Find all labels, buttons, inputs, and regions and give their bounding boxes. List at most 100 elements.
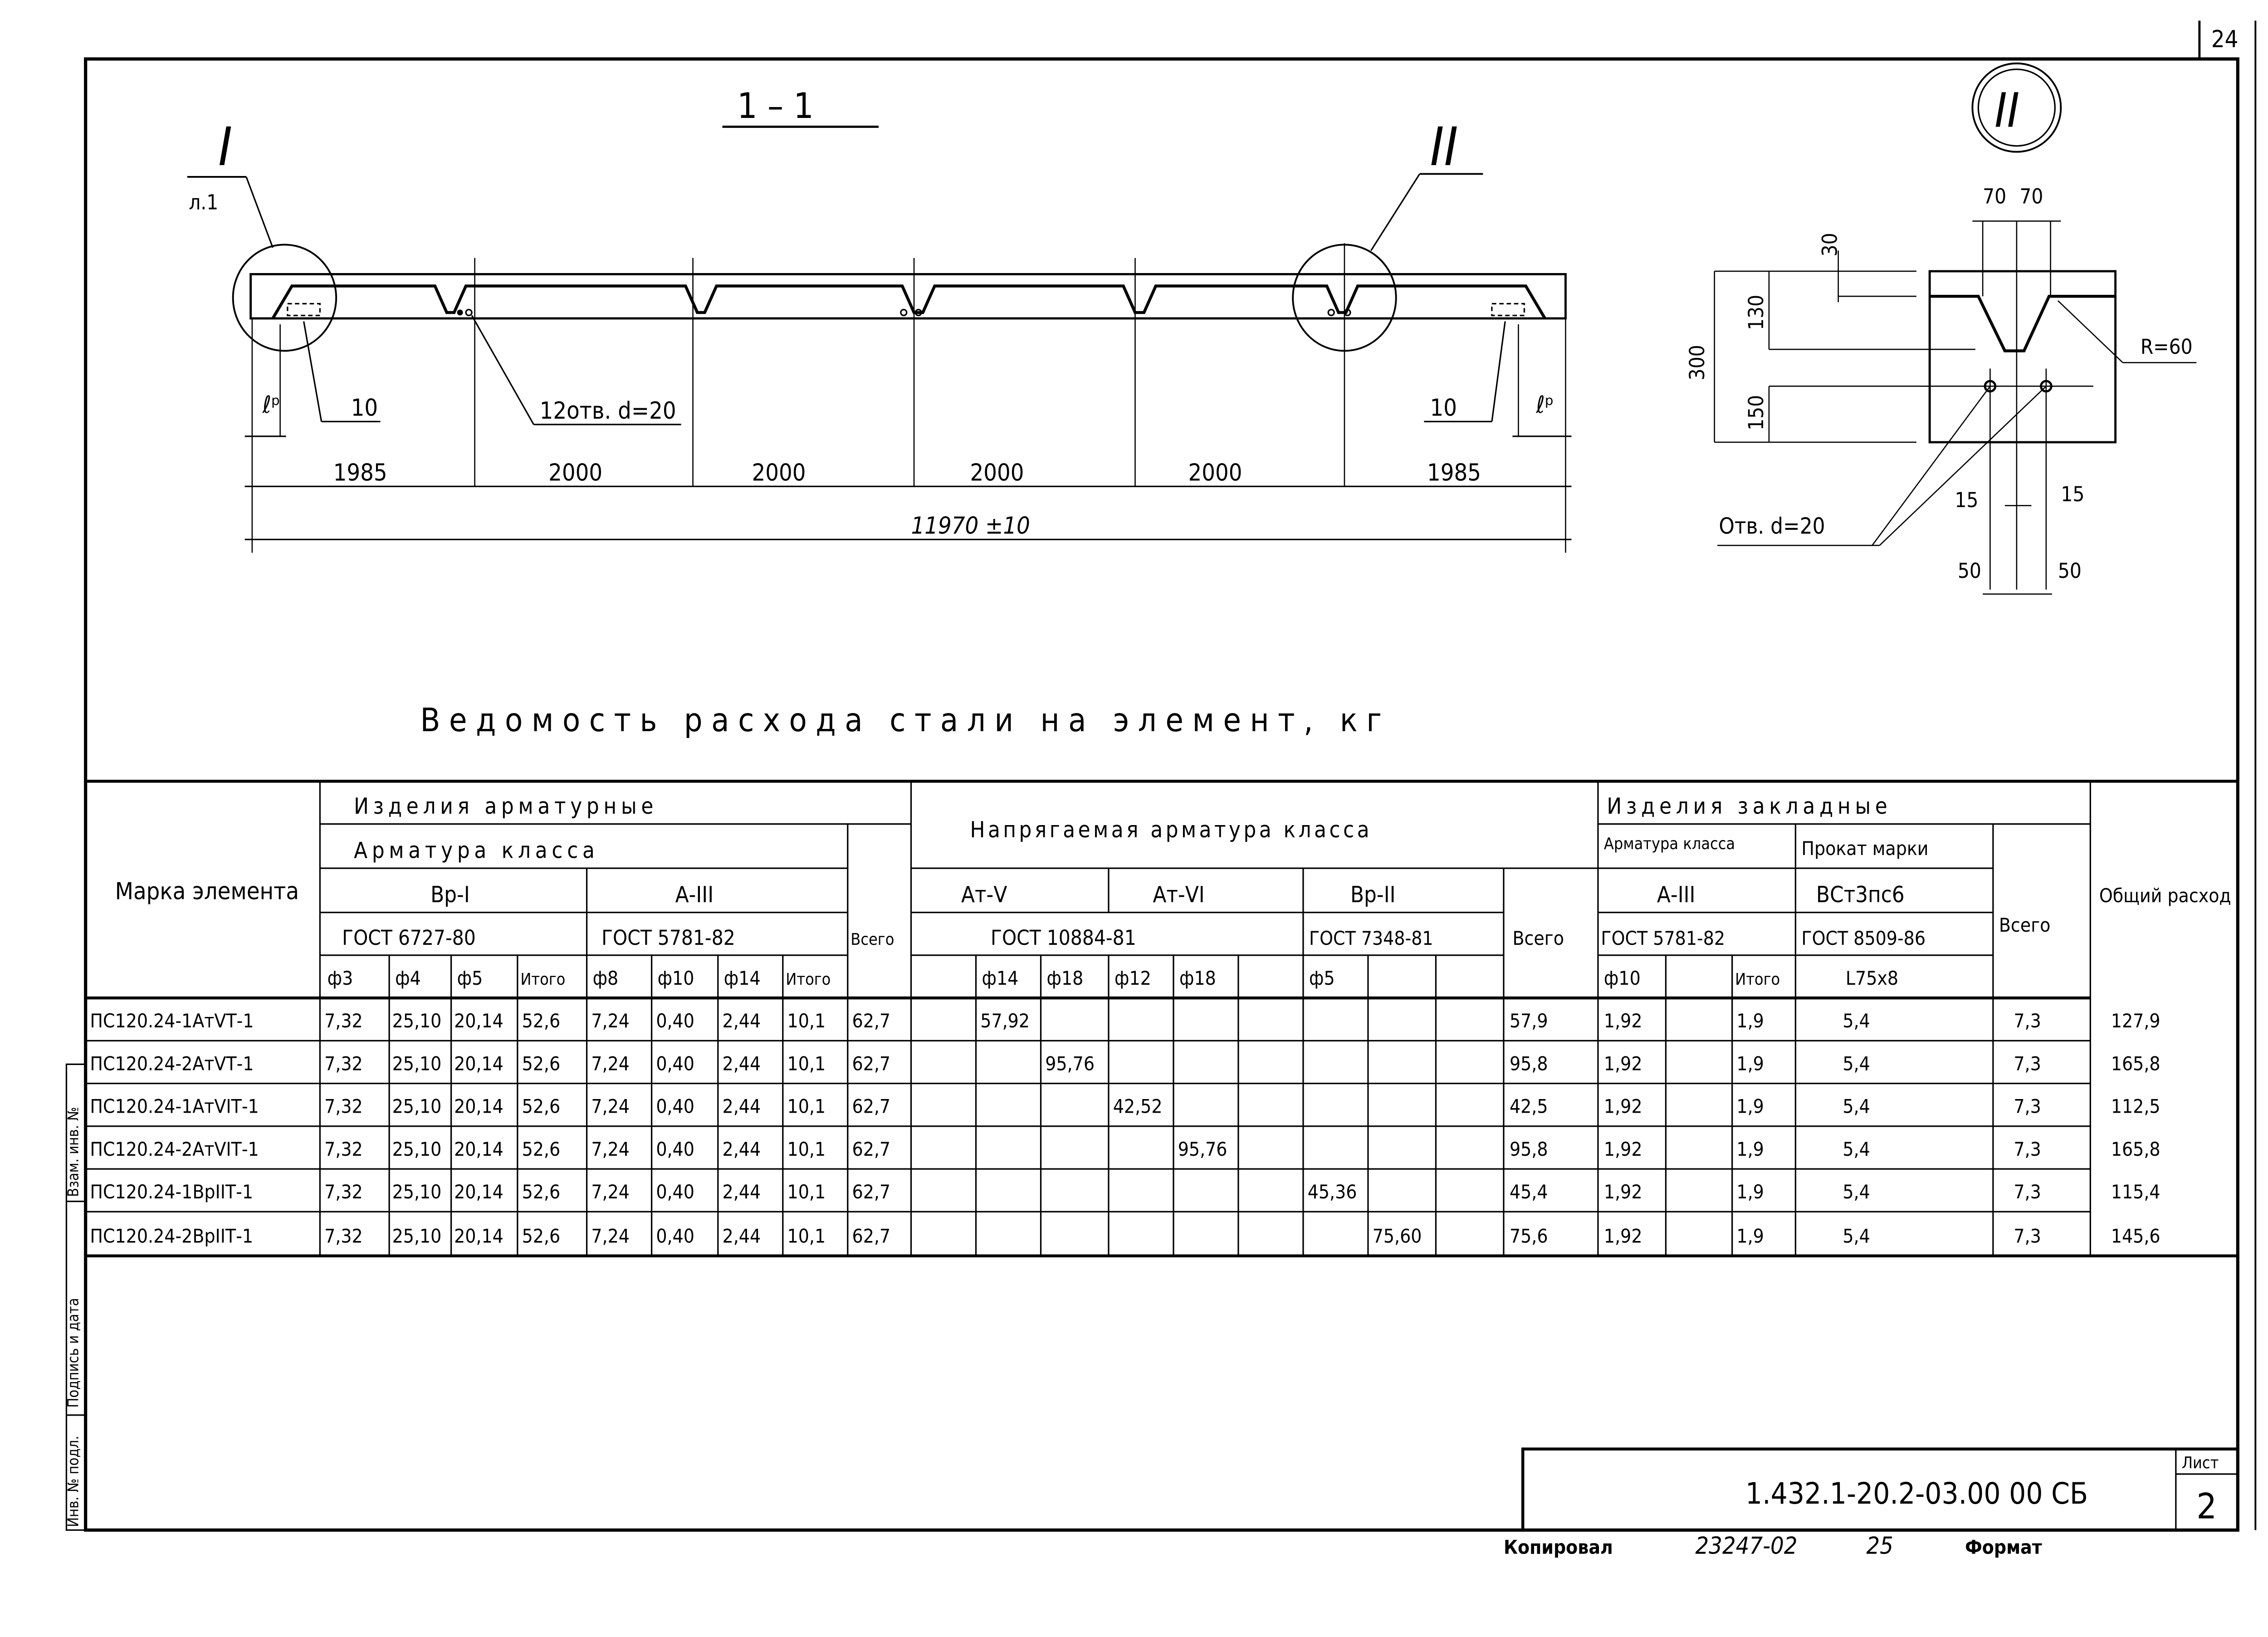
svg-text:Формат: Формат [1965, 1536, 2042, 1558]
table-cell: 2,44 [723, 1052, 761, 1075]
svg-text:Вр-I: Вр-I [430, 882, 470, 908]
svg-text:ГОСТ 7348-81: ГОСТ 7348-81 [1309, 927, 1433, 949]
table-cell: 57,92 [980, 1010, 1030, 1032]
table-cell: 7,3 [2014, 1095, 2041, 1118]
table-cell: 0,40 [656, 1138, 694, 1160]
table-cell: 1,92 [1604, 1225, 1642, 1247]
table-cell: 95,76 [1045, 1052, 1095, 1075]
table-cell: 1,92 [1604, 1138, 1642, 1160]
svg-text:ВСт3пс6: ВСт3пс6 [1816, 882, 1905, 908]
table-cell: 20,14 [454, 1225, 503, 1247]
svg-text:15: 15 [2061, 482, 2084, 506]
svg-text:Арматура класса: Арматура класса [1604, 835, 1735, 853]
table-cell: 2,44 [723, 1225, 761, 1247]
table-cell: 2,44 [723, 1181, 761, 1203]
svg-text:I: I [218, 116, 232, 178]
lp-right: ℓᵖ [1535, 391, 1554, 419]
table-cell: 62,7 [852, 1225, 891, 1247]
table-cell: 20,14 [454, 1181, 503, 1203]
element-mark: ПС120.24-1АтVТ-1 [90, 1010, 254, 1032]
svg-text:30: 30 [1818, 233, 1842, 256]
table-cell: 165,8 [2111, 1138, 2160, 1160]
table-cell: 52,6 [522, 1225, 561, 1247]
table-cell: 7,32 [324, 1095, 363, 1118]
table-cell: 1,92 [1604, 1095, 1642, 1118]
table-cell: 25,10 [392, 1225, 442, 1247]
svg-text:Инв. № подл.: Инв. № подл. [64, 1436, 82, 1527]
table-cell: 7,24 [591, 1010, 630, 1032]
table-title: Ведомость расхода стали на элемент, кг [420, 701, 1390, 739]
slab-elevation: ℓᵖ ℓᵖ 10 10 12отв. d=20 1985 2000 2000 2… [244, 243, 1572, 553]
table-cell: 10,1 [787, 1010, 826, 1032]
svg-text:ф5: ф5 [1309, 967, 1335, 989]
table-cell: 7,32 [324, 1010, 363, 1032]
svg-text:ф3: ф3 [327, 967, 353, 989]
table-cell: 25,10 [392, 1181, 442, 1203]
table-cell: 25,10 [392, 1138, 442, 1160]
table-cell: 25,10 [392, 1052, 442, 1075]
table-cell: 2,44 [723, 1010, 761, 1032]
svg-text:ф8: ф8 [593, 967, 619, 989]
svg-text:А-III: А-III [1657, 882, 1696, 908]
table-cell: 20,14 [454, 1010, 503, 1032]
table-cell: 5,4 [1843, 1138, 1870, 1160]
svg-text:ф5: ф5 [457, 967, 483, 989]
table-cell: 10,1 [787, 1138, 826, 1160]
table-cell: 42,5 [1510, 1095, 1548, 1118]
svg-text:300: 300 [1685, 345, 1709, 380]
doc-code: 1.432.1-20.2-03.00 00 СБ [1745, 1477, 2088, 1511]
svg-text:Всего: Всего [1999, 914, 2051, 936]
table-cell: 52,6 [522, 1052, 561, 1075]
table-cell: 7,3 [2014, 1181, 2041, 1203]
svg-text:2000: 2000 [752, 459, 806, 486]
svg-text:L75x8: L75x8 [1846, 967, 1898, 989]
table-cell: 1,9 [1736, 1181, 1764, 1203]
svg-text:Арматура класса: Арматура класса [354, 838, 599, 863]
table-cell: 7,24 [591, 1138, 630, 1160]
callout-node-II: II [1292, 116, 1483, 352]
table-cell: 0,40 [656, 1052, 694, 1075]
svg-text:ф10: ф10 [1604, 967, 1641, 989]
table-cell: 7,24 [591, 1095, 630, 1118]
svg-text:ф10: ф10 [658, 967, 694, 989]
table-cell: 7,32 [324, 1225, 363, 1247]
svg-text:70: 70 [2019, 184, 2043, 208]
table-cell: 1,92 [1604, 1010, 1642, 1032]
svg-text:Всего: Всего [850, 930, 894, 949]
svg-text:А-III: А-III [675, 882, 714, 908]
table-cell: 1,9 [1736, 1225, 1764, 1247]
table-cell: 0,40 [656, 1181, 694, 1203]
lp-left: ℓᵖ [262, 391, 280, 419]
svg-text:ГОСТ 10884-81: ГОСТ 10884-81 [991, 926, 1136, 950]
svg-text:2000: 2000 [548, 459, 602, 486]
table-cell: 0,40 [656, 1010, 694, 1032]
table-cell: 7,32 [324, 1181, 363, 1203]
table-cell: 10,1 [787, 1052, 826, 1075]
table-cell: 52,6 [522, 1095, 561, 1118]
svg-text:ф14: ф14 [724, 967, 761, 989]
table-cell: 7,3 [2014, 1010, 2041, 1032]
element-mark: ПС120.24-1ВрIIТ-1 [90, 1181, 253, 1203]
table-cell: 62,7 [852, 1052, 891, 1075]
svg-text:50: 50 [1958, 559, 1981, 583]
table-cell: 7,32 [324, 1052, 363, 1075]
table-cell: 52,6 [522, 1138, 561, 1160]
sheet-label: Лист [2182, 1454, 2219, 1472]
svg-text:Взам. инв. №: Взам. инв. № [64, 1107, 82, 1197]
table-rows: ПС120.24-1АтVТ-1 7,32 25,10 20,14 52,6 7,24 0,… [90, 1010, 2160, 1247]
svg-text:Напрягаемая арматура класса: Напрягаемая арматура класса [970, 817, 1373, 843]
svg-text:л.1: л.1 [189, 190, 218, 214]
table-cell: 20,14 [454, 1052, 503, 1075]
table-cell: 75,6 [1510, 1225, 1548, 1247]
table-cell: 7,24 [591, 1181, 630, 1203]
svg-text:ГОСТ 8509-86: ГОСТ 8509-86 [1801, 927, 1926, 949]
svg-text:Вр-II: Вр-II [1350, 882, 1396, 908]
title-block: 1.432.1-20.2-03.00 00 СБ Лист 2 [1521, 1447, 2239, 1532]
table-cell: 5,4 [1843, 1181, 1870, 1203]
table-cell: 127,9 [2111, 1010, 2160, 1032]
table-cell: 5,4 [1843, 1095, 1870, 1118]
